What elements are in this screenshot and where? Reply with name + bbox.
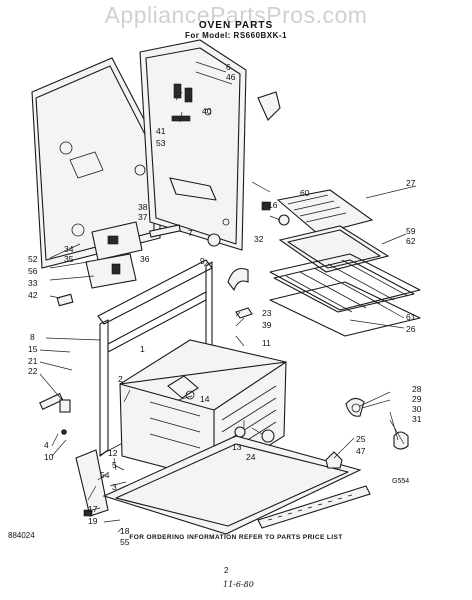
callout-number: 39 bbox=[262, 320, 272, 330]
callout-number: 14 bbox=[200, 394, 210, 404]
callout-number: 52 bbox=[28, 254, 38, 264]
ordering-note: FOR ORDERING INFORMATION REFER TO PARTS … bbox=[129, 534, 343, 541]
callout-number: 17 bbox=[88, 504, 98, 514]
document-number: 884024 bbox=[8, 531, 35, 540]
callout-numbers: 6 46 40 41 53 27 60 16 32 59 62 38 37 7 … bbox=[28, 62, 422, 547]
callout-number: 35 bbox=[64, 254, 74, 264]
broiler-pan bbox=[276, 189, 390, 273]
oven-racks bbox=[269, 253, 421, 337]
callout-number: 2 bbox=[118, 374, 123, 384]
clip-bracket bbox=[56, 293, 74, 307]
rear-wall-panel bbox=[139, 39, 247, 251]
callout-number: 9 bbox=[200, 256, 205, 266]
callout-number: 34 bbox=[64, 244, 74, 254]
handwritten-date: 11-6-80 bbox=[223, 580, 254, 589]
callout-number: 24 bbox=[246, 452, 256, 462]
burner-element bbox=[325, 451, 343, 469]
callout-number: 27 bbox=[406, 178, 416, 188]
callout-number: 3 bbox=[112, 482, 117, 492]
callout-number: 60 bbox=[300, 188, 310, 198]
bottom-drawer bbox=[102, 435, 362, 535]
callout-number: 26 bbox=[406, 324, 416, 334]
callout-number: 53 bbox=[156, 138, 166, 148]
callout-number: 11 bbox=[262, 338, 271, 348]
bracket-rod bbox=[149, 224, 181, 238]
callout-number: 61 bbox=[406, 312, 416, 322]
callout-number: 18 bbox=[120, 526, 130, 536]
hinge-bolt bbox=[83, 509, 93, 517]
bracket-part bbox=[257, 91, 281, 121]
callout-number: 54 bbox=[100, 470, 110, 480]
callout-number: 28 bbox=[412, 384, 422, 394]
callout-number: 13 bbox=[232, 442, 242, 452]
callout-number: 6 bbox=[226, 62, 231, 72]
vent-tube bbox=[227, 267, 249, 292]
callout-number: 23 bbox=[262, 308, 272, 318]
callout-number: 33 bbox=[28, 278, 38, 288]
hinge-spring bbox=[59, 399, 71, 413]
callout-number: 31 bbox=[412, 414, 422, 424]
watermark-text: AppliancePartsPros.com bbox=[104, 2, 368, 28]
callout-number: 41 bbox=[156, 126, 166, 136]
callout-number: 37 bbox=[138, 212, 148, 222]
callout-number: 38 bbox=[138, 202, 148, 212]
switch-assembly bbox=[85, 221, 143, 289]
callout-number: 29 bbox=[412, 394, 422, 404]
callout-number: 56 bbox=[28, 266, 38, 276]
lamp-assembly bbox=[345, 397, 365, 417]
knob-part bbox=[278, 214, 290, 226]
callout-number: 1 bbox=[140, 344, 145, 354]
diagram-title: OVEN PARTS bbox=[198, 20, 274, 31]
callout-number: 30 bbox=[412, 404, 422, 414]
callout-number: 40 bbox=[202, 106, 212, 116]
callout-number: 46 bbox=[226, 72, 236, 82]
callout-number: 5 bbox=[112, 460, 117, 470]
leader-lines bbox=[39, 61, 417, 533]
callout-number: 42 bbox=[28, 290, 38, 300]
grommet-part bbox=[207, 233, 221, 247]
callout-number: 32 bbox=[254, 234, 264, 244]
callout-number: 55 bbox=[120, 537, 130, 547]
screw-part bbox=[61, 429, 67, 435]
callout-number: 19 bbox=[88, 516, 98, 526]
diagram-reference-code: G554 bbox=[392, 478, 410, 485]
callout-number: 59 bbox=[406, 226, 416, 236]
callout-number: 8 bbox=[30, 332, 35, 342]
thermostat-knob bbox=[393, 431, 409, 450]
callout-number: 16 bbox=[268, 200, 278, 210]
callout-number: 10 bbox=[44, 452, 54, 462]
vent-strip bbox=[257, 485, 371, 529]
callout-number: 25 bbox=[356, 434, 366, 444]
page-number: 2 bbox=[224, 566, 229, 575]
callout-number: 36 bbox=[140, 254, 150, 264]
door-hinge-arm bbox=[75, 449, 109, 517]
hinge-part bbox=[39, 392, 64, 411]
callout-number: 4 bbox=[44, 440, 49, 450]
callout-number: 62 bbox=[406, 236, 416, 246]
callout-number: 12 bbox=[108, 448, 118, 458]
callout-number: 15 bbox=[28, 344, 38, 354]
callout-number: 47 bbox=[356, 446, 366, 456]
callout-number: 7 bbox=[188, 228, 193, 238]
callout-number: 21 bbox=[28, 356, 38, 366]
back-insulation-panel bbox=[31, 57, 161, 269]
sensor-part bbox=[235, 307, 253, 319]
callout-number: 22 bbox=[28, 366, 38, 376]
model-label: For Model: RS660BXK-1 bbox=[184, 31, 288, 40]
